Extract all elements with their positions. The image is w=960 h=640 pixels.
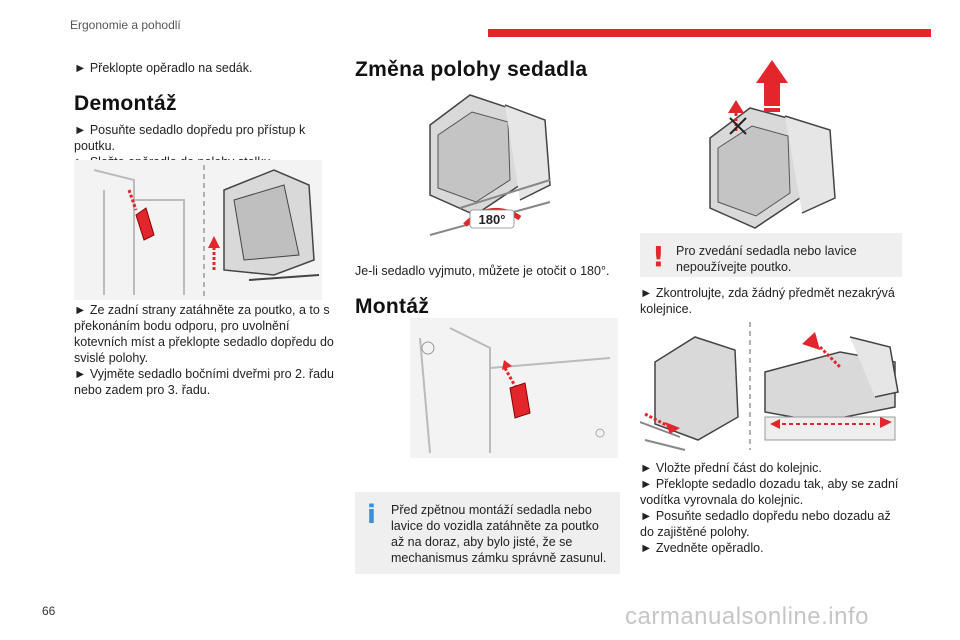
info-icon: i: [367, 500, 376, 530]
column-1: ► Překlopte opěradlo na sedák. Demontáž …: [74, 60, 334, 170]
final-step-2: ► Překlopte sedadlo dozadu tak, aby se z…: [640, 477, 899, 507]
heading-mounting: Montáž: [355, 295, 430, 318]
check-rails-text: ► Zkontrolujte, zda žádný předmět nezakr…: [640, 286, 895, 316]
header-accent-bar: [488, 29, 931, 37]
column-2-rotate-text: Je-li sedadlo vyjmuto, můžete je otočit …: [355, 263, 620, 319]
illustration-removal: [74, 160, 322, 300]
illustration-lift: [690, 58, 850, 238]
rotate-angle-label: 180°: [479, 212, 506, 227]
illustration-install-rails: [640, 322, 902, 452]
intro-step: ► Překlopte opěradlo na sedák.: [74, 61, 253, 75]
heading-removal: Demontáž: [74, 92, 177, 115]
illustration-rotate: 180°: [410, 90, 555, 240]
watermark: carmanualsonline.info: [625, 603, 869, 630]
step-slide-forward: ► Posuňte sedadlo dopředu pro přístup k …: [74, 123, 306, 153]
warning-note-text: Pro zvedání sedadla nebo lavice nepoužív…: [676, 244, 857, 274]
column-3-check: ► Zkontrolujte, zda žádný předmět nezakr…: [640, 285, 902, 317]
heading-change-position: Změna polohy sedadla: [355, 58, 588, 81]
info-note-text: Před zpětnou montáží sedadla nebo lavice…: [391, 503, 607, 565]
column-3-steps: ► Vložte přední část do kolejnic. ► Přek…: [640, 460, 902, 556]
step-remove-seat: ► Vyjměte sedadlo bočními dveřmi pro 2. …: [74, 367, 334, 397]
final-step-4: ► Zvedněte opěradlo.: [640, 541, 764, 555]
illustration-mounting: [410, 318, 618, 458]
column-1-lower: ► Ze zadní strany zatáhněte za poutko, a…: [74, 302, 336, 398]
section-title: Ergonomie a pohodlí: [70, 18, 181, 32]
final-step-3: ► Posuňte sedadlo dopředu nebo dozadu až…: [640, 509, 891, 539]
info-note: i Před zpětnou montáží sedadla nebo lavi…: [355, 492, 620, 574]
step-pull-strap: ► Ze zadní strany zatáhněte za poutko, a…: [74, 303, 334, 365]
page-number: 66: [42, 604, 56, 618]
rotate-text: Je-li sedadlo vyjmuto, můžete je otočit …: [355, 264, 610, 278]
final-step-1: ► Vložte přední část do kolejnic.: [640, 461, 822, 475]
column-2: Změna polohy sedadla: [355, 58, 620, 82]
warning-icon: !: [652, 240, 665, 273]
warning-note: ! Pro zvedání sedadla nebo lavice nepouž…: [640, 233, 902, 277]
